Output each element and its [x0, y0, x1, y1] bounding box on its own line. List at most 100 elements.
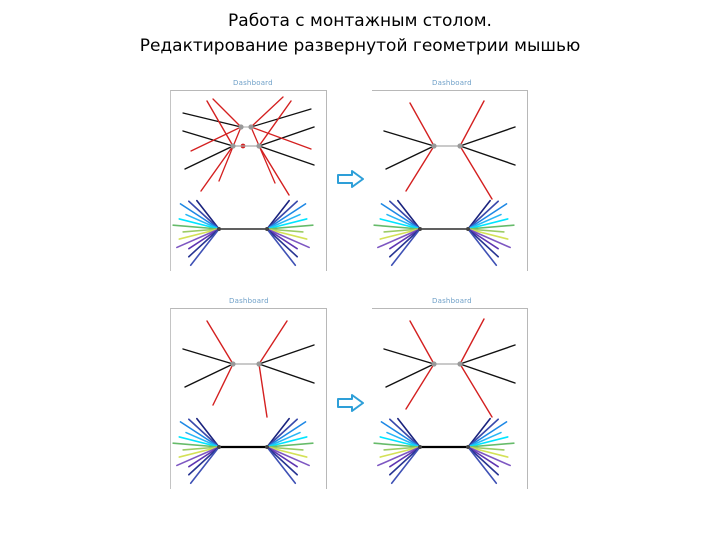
dashboard-panel-top-left[interactable]: Dashboard: [170, 79, 327, 271]
geometry-view[interactable]: [171, 91, 326, 271]
geometry-view[interactable]: [171, 309, 326, 489]
edge: [182, 112, 242, 128]
fan-edge: [467, 446, 499, 468]
dashboard-panel-bottom-left[interactable]: Dashboard: [170, 297, 327, 489]
dashboard-panel-bottom-right[interactable]: Dashboard: [372, 297, 528, 489]
fan-edge: [189, 446, 220, 485]
fan-edge: [380, 421, 421, 448]
page-subtitle: Редактирование развернутой геометрии мыш…: [139, 36, 581, 56]
fan-edge: [467, 446, 509, 458]
right-arrow-icon: [337, 394, 364, 412]
edited-edge: [200, 145, 234, 192]
edge: [258, 363, 315, 384]
fan-edge: [187, 200, 220, 230]
node-handle[interactable]: [418, 227, 422, 231]
edge: [459, 344, 516, 365]
fan-edge: [266, 228, 298, 250]
edited-edge: [459, 363, 493, 418]
fan-edge: [467, 442, 515, 448]
node-handle[interactable]: [230, 361, 236, 367]
fan-edge: [187, 446, 220, 476]
edge: [182, 348, 234, 365]
panel-title: Dashboard: [233, 79, 273, 87]
fan-edge: [176, 446, 220, 467]
fan-edge: [467, 218, 509, 230]
fan-edge: [196, 417, 220, 448]
fan-edge: [266, 446, 304, 451]
edited-edge: [405, 363, 435, 410]
fan-edge: [266, 446, 298, 468]
fan-edge: [379, 228, 421, 240]
fan-edge: [467, 199, 491, 230]
fan-edge: [467, 431, 502, 448]
fan-edge: [389, 228, 421, 250]
node-handle[interactable]: [418, 445, 422, 449]
edited-edge: [206, 320, 234, 365]
edge: [258, 344, 315, 365]
fan-edge: [373, 224, 421, 230]
fan-edge: [266, 224, 314, 230]
fan-edge: [467, 446, 511, 467]
node-handle[interactable]: [457, 361, 463, 367]
node-handle[interactable]: [431, 361, 437, 367]
fan-edge: [467, 228, 498, 267]
edited-edge: [250, 126, 276, 184]
fan-edge: [188, 446, 220, 468]
edge: [182, 130, 234, 147]
fan-edge: [386, 213, 421, 230]
fan-edge: [189, 228, 220, 267]
fan-edge: [388, 200, 421, 230]
edited-edge: [405, 145, 435, 192]
edge: [459, 363, 516, 384]
edge: [385, 145, 435, 170]
fan-edge: [467, 417, 491, 448]
fan-edge: [187, 228, 220, 258]
fan-edge: [266, 218, 308, 230]
geometry-view[interactable]: [372, 91, 527, 271]
edge: [258, 145, 315, 166]
edge: [184, 363, 234, 388]
node-handle[interactable]: [265, 227, 269, 231]
node-handle[interactable]: [230, 143, 236, 149]
edited-edge: [258, 320, 288, 365]
fan-edge: [178, 218, 220, 230]
node-handle[interactable]: [431, 143, 437, 149]
fan-edge: [185, 431, 220, 448]
edited-edge: [212, 363, 234, 406]
node-handle[interactable]: [238, 124, 244, 130]
node-handle[interactable]: [256, 143, 262, 149]
fan-edge: [196, 199, 220, 230]
edge: [258, 126, 315, 147]
fan-edge: [266, 442, 314, 448]
dashboard-panel-top-right[interactable]: Dashboard: [372, 79, 528, 271]
fan-edge: [182, 446, 220, 451]
edge: [383, 348, 435, 365]
fan-edge: [379, 436, 421, 448]
fan-edge: [467, 228, 499, 250]
fan-edge: [266, 436, 308, 448]
edited-edge: [250, 126, 312, 150]
node-handle[interactable]: [256, 361, 262, 367]
node-handle[interactable]: [457, 143, 463, 149]
edited-edge: [250, 96, 284, 128]
fan-edge: [377, 228, 421, 249]
node-handle[interactable]: [466, 445, 470, 449]
edited-edge: [258, 145, 290, 196]
node-handle[interactable]: [265, 445, 269, 449]
node-handle[interactable]: [217, 227, 221, 231]
edited-edge: [258, 363, 268, 418]
fan-edge: [467, 446, 500, 476]
fan-edge: [179, 421, 220, 448]
node-handle[interactable]: [248, 124, 254, 130]
fan-edge: [188, 228, 220, 250]
fan-edge: [172, 224, 220, 230]
fan-edge: [185, 213, 220, 230]
node-handle[interactable]: [217, 445, 221, 449]
fan-edge: [390, 446, 421, 485]
edited-edge: [190, 126, 242, 152]
node-handle[interactable]: [466, 227, 470, 231]
fan-edge: [266, 446, 297, 485]
geometry-view[interactable]: [372, 309, 527, 489]
fan-edge: [397, 417, 421, 448]
fan-edge: [383, 228, 421, 233]
